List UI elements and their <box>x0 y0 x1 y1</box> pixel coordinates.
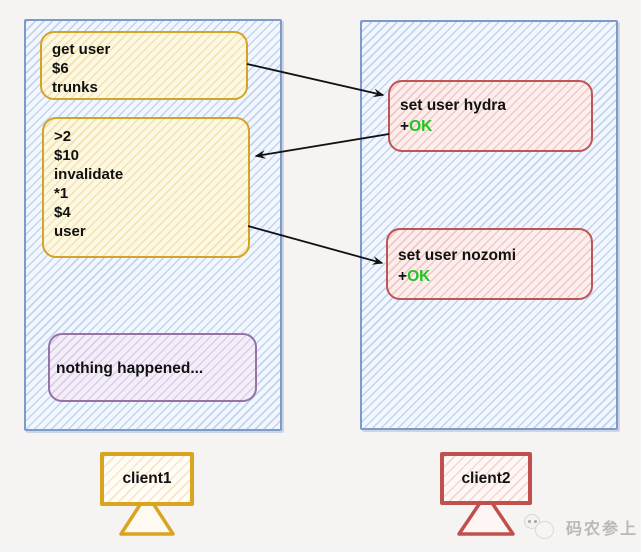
reply-line: +OK <box>398 266 585 287</box>
reply-prefix: + <box>400 118 410 135</box>
watermark-text: 码农参上 <box>565 521 638 538</box>
push-line: $10 <box>54 147 80 164</box>
push-line: invalidate <box>54 166 124 183</box>
command-line: set user nozomi <box>398 247 516 264</box>
note-line: nothing happened... <box>56 360 204 377</box>
push-line: user <box>54 223 86 240</box>
push-line: *1 <box>54 185 69 202</box>
invalidate-push-box: >2 $10 invalidate *1 $4 user <box>42 117 250 258</box>
client1-label: client1 <box>122 470 172 487</box>
client2-panel <box>360 20 618 430</box>
set-user-nozomi-box: set user nozomi +OK <box>386 228 593 300</box>
set-user-hydra-box: set user hydra +OK <box>388 80 593 152</box>
reply-ok: OK <box>407 268 431 285</box>
push-line: $4 <box>54 204 71 221</box>
client2-monitor: client2 <box>440 452 532 505</box>
push-line: >2 <box>54 128 72 145</box>
reply-ok: OK <box>409 118 433 135</box>
client1-monitor: client1 <box>100 452 194 506</box>
client2-label: client2 <box>461 469 511 487</box>
command-line: trunks <box>52 79 98 96</box>
command-line: get user <box>52 41 111 58</box>
get-user-command-box: get user $6 trunks <box>40 31 248 100</box>
client2-monitor-stand <box>457 492 515 536</box>
nothing-happened-note-box: nothing happened... <box>48 333 257 402</box>
client1-monitor-stand <box>119 492 175 536</box>
command-line: set user hydra <box>400 97 506 114</box>
reply-line: +OK <box>400 116 585 137</box>
command-line: $6 <box>52 60 69 77</box>
reply-prefix: + <box>398 268 408 285</box>
watermark: 码农参上 <box>523 512 638 542</box>
watermark-logo-icon <box>523 512 558 542</box>
